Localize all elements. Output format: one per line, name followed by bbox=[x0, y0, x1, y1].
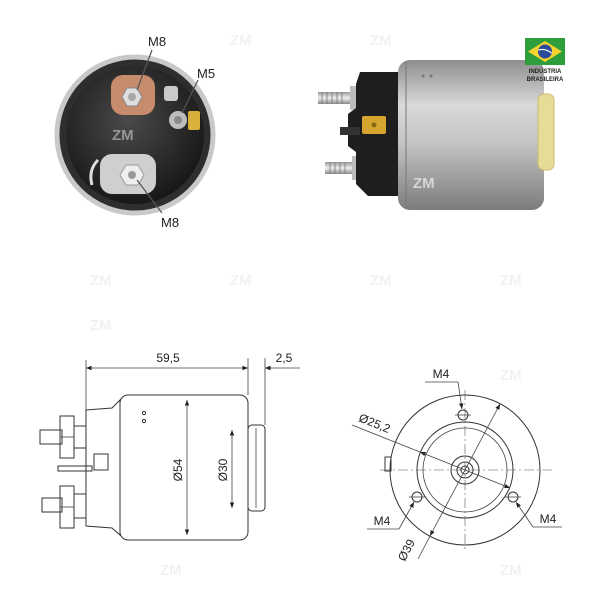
front-photo: ZM M8 M5 M8 bbox=[54, 34, 216, 230]
terminal-outline bbox=[93, 453, 109, 471]
yellow-end-face bbox=[537, 93, 555, 171]
lower-stud-outline bbox=[41, 497, 63, 513]
flag-blue-globe bbox=[538, 44, 552, 59]
side-tab-outline bbox=[57, 465, 93, 472]
leader-line bbox=[181, 79, 199, 114]
leader-line bbox=[136, 179, 163, 214]
watermark-logo: ZM bbox=[500, 272, 522, 289]
dimension-nose-diameter: Ø30 bbox=[216, 458, 230, 481]
watermark-logo: ZM bbox=[90, 317, 112, 334]
watermark-logo: ZM bbox=[370, 272, 392, 289]
outer-circle bbox=[389, 394, 541, 546]
leader-line bbox=[417, 535, 431, 560]
label-hole-top: M4 bbox=[433, 367, 450, 381]
lower-stud bbox=[325, 162, 358, 174]
label-hole-right: M4 bbox=[540, 512, 557, 526]
body-dot bbox=[141, 418, 147, 424]
watermark-logo: ZM bbox=[500, 562, 522, 579]
dimension-bolt-circle: Ø25,2 bbox=[357, 411, 393, 436]
side-tab-outline bbox=[384, 456, 392, 472]
lower-washer-outline bbox=[73, 493, 87, 519]
dimension-length: 59,5 bbox=[156, 351, 180, 365]
upper-stud-outline bbox=[39, 429, 63, 445]
m5-terminal-stud bbox=[174, 116, 182, 124]
cap-outline bbox=[85, 398, 121, 537]
dimension-step: 2,5 bbox=[276, 351, 293, 365]
flag-band bbox=[538, 48, 552, 54]
body-dot bbox=[141, 410, 147, 416]
leader-line bbox=[136, 49, 153, 91]
watermark-logo: ZM bbox=[230, 272, 252, 289]
terminal-hole bbox=[371, 122, 377, 128]
badge-line1: INDÚSTRIA bbox=[529, 68, 562, 75]
front-technical-drawing: M4 Ø25,2 M4 M4 Ø39 bbox=[351, 367, 562, 564]
dimension-outer-diameter: Ø39 bbox=[395, 537, 418, 564]
leader-line bbox=[398, 501, 415, 530]
body-dot bbox=[421, 74, 425, 78]
m5-yellow-tab bbox=[188, 111, 200, 130]
dimension-line-outer-diameter bbox=[429, 403, 501, 537]
badge-line2: BRASILEIRA bbox=[527, 77, 564, 83]
side-photo: ZM bbox=[318, 60, 555, 210]
watermark-logo: ZM bbox=[90, 272, 112, 289]
bottom-terminal-stud bbox=[128, 171, 136, 179]
watermark-logo: ZM bbox=[112, 127, 134, 144]
top-terminal-stud bbox=[128, 93, 136, 101]
bracket bbox=[164, 86, 178, 101]
industria-brasileira-badge: INDÚSTRIA BRASILEIRA bbox=[525, 38, 565, 83]
upper-washer-outline bbox=[73, 425, 87, 449]
thread-lines bbox=[329, 162, 346, 174]
side-technical-drawing: 59,5 2,5 Ø54 Ø30 bbox=[39, 351, 300, 541]
upper-nut bbox=[350, 86, 361, 110]
watermark-layer: ZM ZM ZM ZM ZM ZM ZM ZM ZM ZM bbox=[90, 32, 522, 579]
watermark-logo: ZM bbox=[370, 32, 392, 49]
label-top-m8: M8 bbox=[148, 34, 166, 49]
bottom-bracket bbox=[89, 158, 100, 186]
thread-lines bbox=[321, 92, 343, 104]
small-tab bbox=[340, 127, 360, 135]
leader-line bbox=[351, 424, 421, 453]
nose-outline bbox=[247, 424, 266, 512]
leader-line bbox=[515, 501, 534, 528]
solenoid-body bbox=[398, 60, 544, 210]
body-dot bbox=[429, 74, 433, 78]
watermark-logo: ZM bbox=[160, 562, 182, 579]
dimension-body-diameter: Ø54 bbox=[171, 458, 185, 481]
watermark-logo: ZM bbox=[413, 175, 435, 192]
watermark-logo: ZM bbox=[500, 367, 522, 384]
label-bottom-m8: M8 bbox=[161, 215, 179, 230]
label-hole-left: M4 bbox=[374, 514, 391, 528]
label-m5: M5 bbox=[197, 66, 215, 81]
watermark-logo: ZM bbox=[230, 32, 252, 49]
